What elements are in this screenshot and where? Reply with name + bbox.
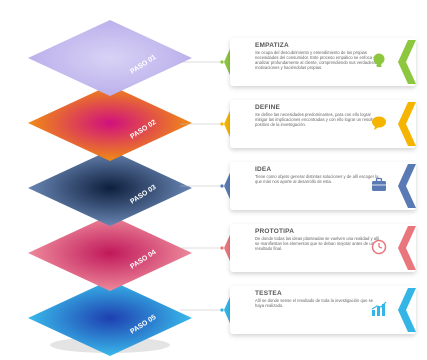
connector-dot xyxy=(220,308,224,312)
clock-icon xyxy=(370,238,388,256)
layer-paso-03: PASO 03 xyxy=(28,150,192,226)
layer-paso-02: PASO 02 xyxy=(28,85,192,161)
step-title: DEFINE xyxy=(255,104,281,111)
connector-dot xyxy=(220,122,224,126)
step-title: PROTOTIPA xyxy=(255,228,295,235)
chevron-right-decoration xyxy=(398,162,424,210)
connector-dot xyxy=(220,60,224,64)
step-description: Se define las necesidades predominantes,… xyxy=(255,112,380,127)
briefcase-icon xyxy=(370,176,388,194)
step-title: TESTEA xyxy=(255,290,282,297)
step-description: De donde todas las ideas planteadas se v… xyxy=(255,236,380,251)
chevron-right-decoration xyxy=(398,286,424,334)
chevron-right-decoration xyxy=(398,100,424,148)
layer-paso-05: PASO 05 xyxy=(28,280,192,356)
connector-dot xyxy=(220,184,224,188)
speech-bubble-icon xyxy=(370,114,388,132)
step-description: Tiene como objeto generar distintas solu… xyxy=(255,174,379,184)
chevron-right-decoration xyxy=(398,224,424,272)
layer-paso-01: PASO 01 xyxy=(28,20,192,96)
connector-dot xyxy=(220,246,224,250)
step-description: Allí se donde sense el resultado de toda… xyxy=(255,298,374,308)
step-title: IDEA xyxy=(255,166,272,173)
chevron-right-decoration xyxy=(398,38,424,86)
lightbulb-icon xyxy=(370,52,388,70)
layer-paso-04: PASO 04 xyxy=(28,215,192,291)
step-title: EMPATIZA xyxy=(255,42,289,49)
bar-chart-icon xyxy=(370,300,388,318)
step-description: Se ocupa del descubrimiento y entendimie… xyxy=(255,50,378,70)
